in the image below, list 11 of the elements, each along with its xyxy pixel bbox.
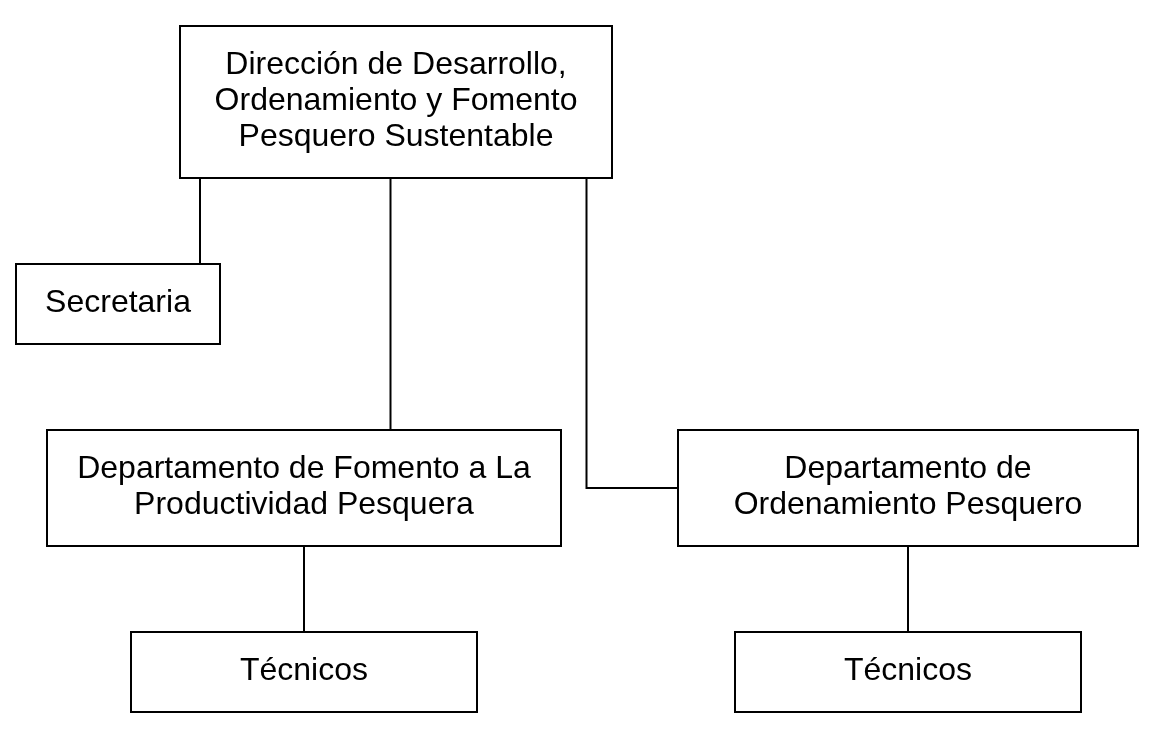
node-box: Dirección de Desarrollo, Ordenamiento y Fomento Pesquero Sustentable <box>179 24 613 179</box>
node-box: Secretaria <box>15 262 221 345</box>
node-box: Técnicos <box>130 630 478 713</box>
node-box: Técnicos <box>734 630 1082 713</box>
node-box: Departamento de Ordenamiento Pesquero <box>677 428 1139 547</box>
connector <box>907 544 909 633</box>
connector <box>199 176 201 265</box>
node-box: Departamento de Fomento a La Productividad Pesquera <box>46 428 562 547</box>
connector <box>389 176 392 431</box>
connector <box>303 544 305 633</box>
connector <box>585 176 679 489</box>
